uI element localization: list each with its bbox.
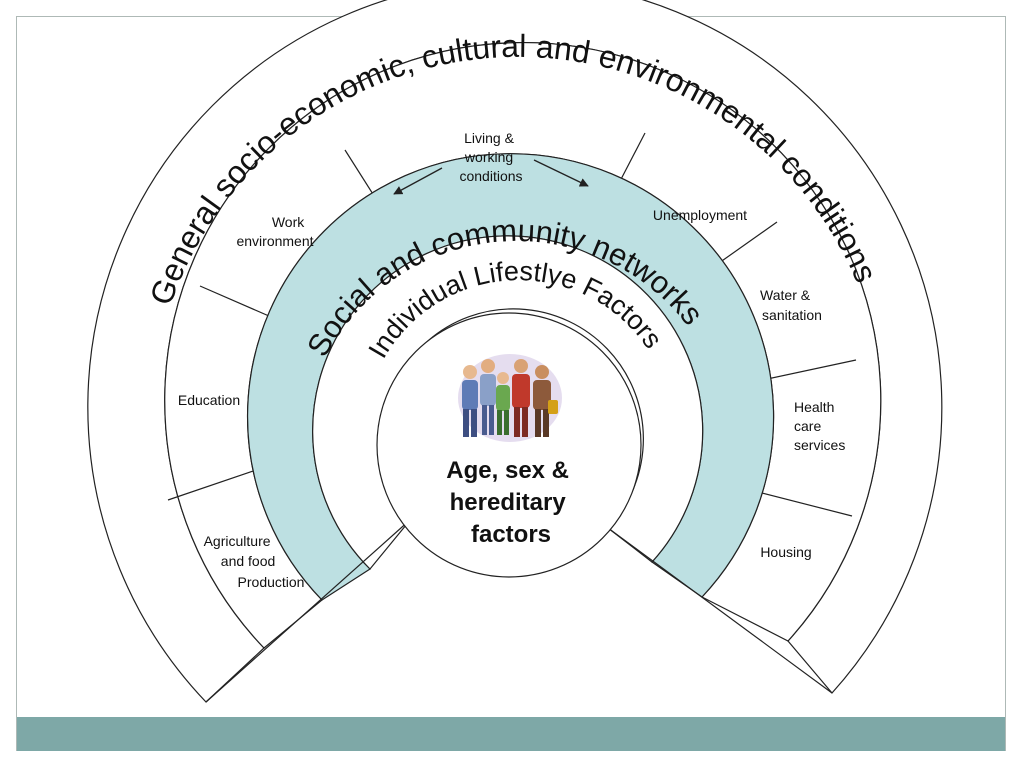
right-arrow	[533, 159, 589, 187]
segment-living-working: Living & working conditions	[459, 130, 522, 184]
segment-housing: Housing	[760, 544, 811, 560]
lifestyle-ring	[312, 235, 704, 570]
right-base-line	[607, 527, 833, 694]
left-arrow	[393, 167, 443, 195]
segment-education: Education	[178, 392, 240, 408]
left-base-line	[205, 518, 412, 703]
segment-work-environment: Work environment	[236, 214, 313, 249]
core-circle	[376, 312, 642, 578]
segment-water-sanitation: Water & sanitation	[760, 287, 822, 323]
core-factors-label: Age, sex & hereditary factors	[446, 457, 575, 548]
bottom-bar	[17, 717, 1005, 751]
segment-agriculture: Agriculture and food Production	[204, 533, 305, 590]
segment-unemployment: Unemployment	[653, 207, 747, 223]
group-of-people-icon	[458, 354, 562, 442]
segment-health-care: Health care services	[794, 399, 845, 453]
